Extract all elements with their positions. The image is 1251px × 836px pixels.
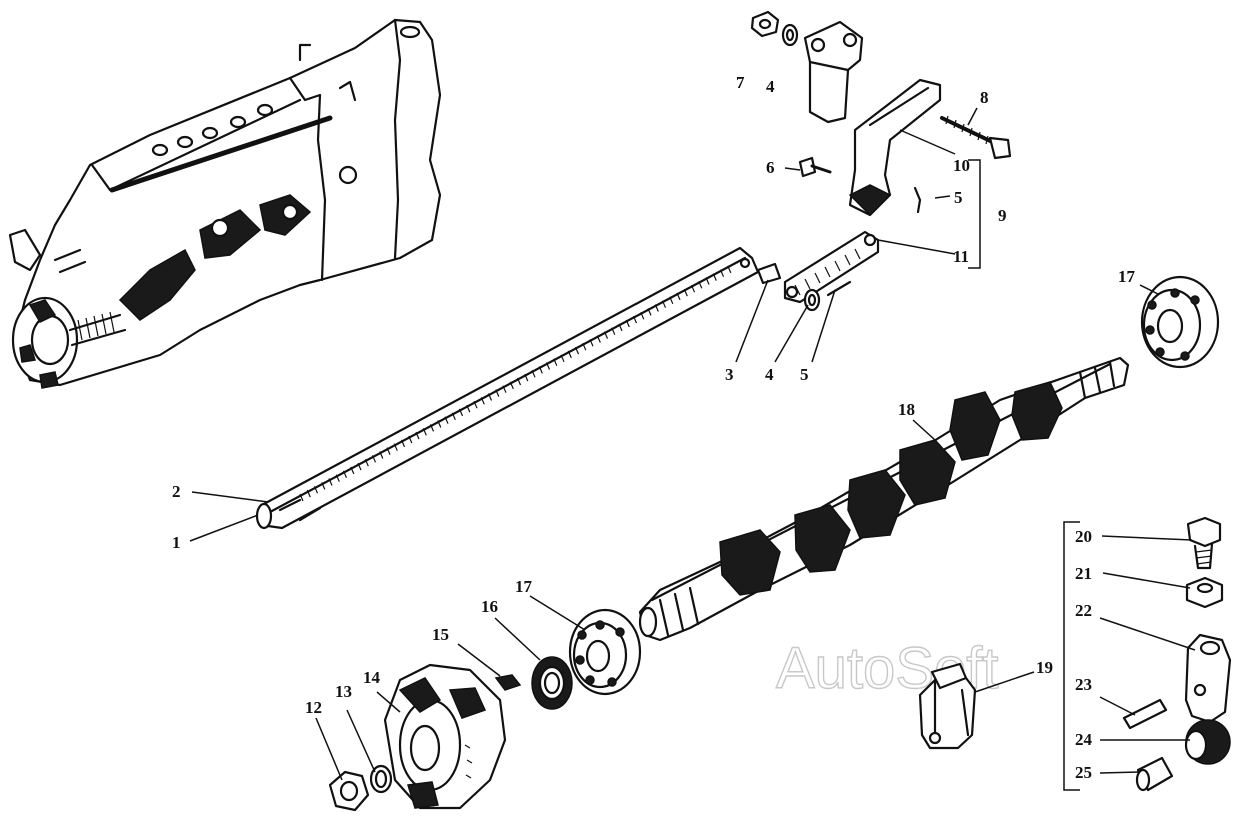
adjusting-bolt — [1186, 516, 1222, 570]
tappet-body — [1184, 633, 1232, 724]
callout-19: 19 — [1036, 658, 1053, 677]
callout-14: 14 — [363, 668, 381, 687]
woodruff-key — [494, 674, 522, 691]
callout-24: 24 — [1075, 730, 1093, 749]
callout-11: 11 — [953, 247, 969, 266]
callout-5-lower: 5 — [800, 365, 809, 384]
injection-pump-housing — [8, 18, 442, 389]
callout-15: 15 — [432, 625, 449, 644]
drive-coupling — [383, 663, 507, 810]
callout-21: 21 — [1075, 564, 1092, 583]
callout-16: 16 — [481, 597, 498, 616]
tappet-roller — [1184, 719, 1231, 765]
callout-7: 7 — [736, 73, 745, 92]
callout-23: 23 — [1075, 675, 1092, 694]
roller-tappet-assembly — [918, 662, 977, 750]
callout-8: 8 — [980, 88, 989, 107]
leader-lines — [189, 107, 1196, 781]
callout-4-upper: 4 — [766, 77, 775, 96]
callout-10: 10 — [953, 156, 970, 175]
lock-washer — [369, 764, 393, 794]
control-rack — [255, 246, 760, 530]
hex-nut — [328, 770, 370, 812]
callout-12: 12 — [305, 698, 322, 717]
callout-9: 9 — [998, 206, 1007, 225]
lock-nut — [1185, 576, 1224, 609]
callout-2: 2 — [172, 482, 181, 501]
callout-25: 25 — [1075, 763, 1092, 782]
callout-6: 6 — [766, 158, 775, 177]
callout-4-lower: 4 — [765, 365, 774, 384]
callout-3: 3 — [725, 365, 734, 384]
group-bracket-19 — [1063, 521, 1080, 791]
oil-seal — [531, 656, 573, 710]
roller-axle-pin — [1122, 698, 1168, 730]
callout-17-left: 17 — [515, 577, 533, 596]
callout-5-upper: 5 — [954, 188, 963, 207]
callout-17-right: 17 — [1118, 267, 1136, 286]
control-lever-assembly — [750, 10, 1012, 312]
callout-labels: 1 2 3 4 4 5 5 6 7 8 9 10 11 12 13 14 15 … — [172, 73, 1136, 782]
ball-bearing-left — [568, 608, 642, 696]
camshaft — [638, 356, 1130, 642]
callout-1: 1 — [172, 533, 181, 552]
callout-20: 20 — [1075, 527, 1092, 546]
callout-22: 22 — [1075, 601, 1092, 620]
callout-18: 18 — [898, 400, 915, 419]
callout-13: 13 — [335, 682, 352, 701]
roller-bushing — [1135, 756, 1174, 792]
ball-bearing-right — [1140, 275, 1220, 369]
